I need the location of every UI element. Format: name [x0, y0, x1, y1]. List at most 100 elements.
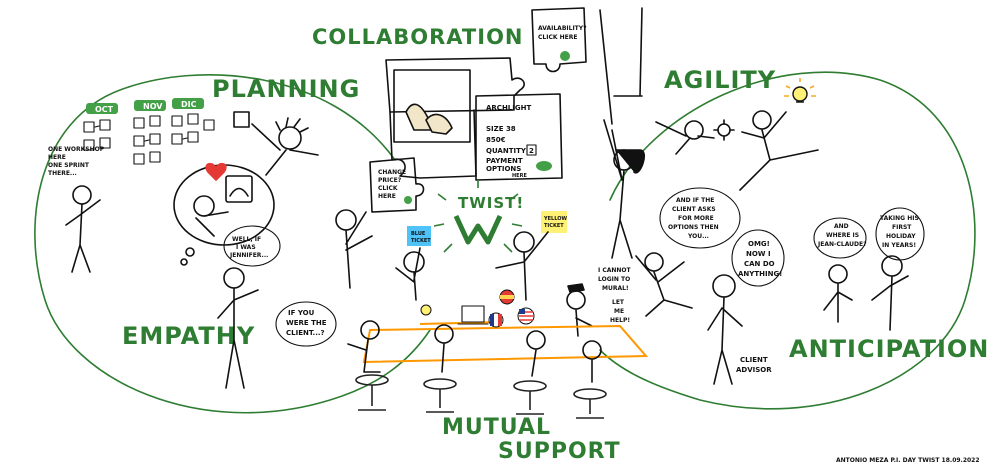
- bubble-help-line-3: HELP!: [610, 317, 630, 324]
- heading-collaboration: COLLABORATION: [312, 25, 524, 49]
- label-client-advisor-2: ADVISOR: [736, 366, 772, 374]
- bubble-omg-line-4: ANYTHING!: [738, 270, 782, 278]
- month-tag-oct-label: OCT: [95, 105, 114, 114]
- blue-ticket-line-2: TICKET: [411, 238, 431, 244]
- gear-icon: [713, 119, 735, 141]
- bubble-help-line-2: ME: [614, 308, 624, 315]
- heading-anticipation: ANTICIPATION: [789, 335, 989, 363]
- bubble-options: [659, 187, 741, 249]
- bubble-options-line-4: OPTIONS THEN: [668, 224, 719, 231]
- heading-empathy: EMPATHY: [122, 322, 255, 350]
- seated-person-3: [526, 330, 546, 377]
- bubble-omg: [731, 229, 785, 287]
- person-trapeze: [599, 7, 645, 259]
- credit-line: ANTONIO MEZA P.I. DAY TWIST 18.09.2022: [836, 457, 980, 464]
- shop-payment-2: OPTIONS: [486, 165, 521, 173]
- heart-icon: [205, 162, 227, 181]
- puzzle-change-1: CHANGE: [378, 169, 406, 176]
- bubble-help-line-1: LET: [612, 299, 625, 306]
- person-at-laptop: [566, 283, 593, 337]
- label-client-advisor-1: CLIENT: [740, 356, 768, 364]
- shop-quantity-box[interactable]: [526, 144, 537, 156]
- bubble-mural-line-1: I CANNOT: [598, 267, 632, 274]
- flag-france-icon: [488, 312, 504, 328]
- yellow-ticket-line-1: YELLOW: [543, 216, 567, 222]
- yellow-ticket: [541, 211, 567, 233]
- person-planning: [233, 111, 319, 176]
- timeline-note-3: ONE SPRINT: [48, 162, 90, 169]
- person-jumping: [635, 252, 693, 317]
- bubble-options-line-3: FOR MORE: [678, 215, 714, 222]
- bubble-omg-line-3: CAN DO: [744, 260, 775, 268]
- person-timeline: [65, 185, 101, 273]
- timeline-note-2: HERE: [48, 154, 66, 161]
- puzzle-change-4[interactable]: HERE: [378, 193, 396, 200]
- bubble-claude: [813, 217, 867, 259]
- heading-agility: AGILITY: [664, 66, 776, 94]
- twist-w-icon: [453, 214, 503, 245]
- bubble-mural-line-2: LOGIN TO: [598, 276, 630, 283]
- bubble-jennifer-line-2: I WAS: [236, 244, 256, 251]
- shop-quantity-value: 2: [529, 147, 534, 155]
- bubble-claude-line-3: JEAN-CLAUDE?: [817, 241, 867, 248]
- bubble-jennifer: [223, 225, 281, 267]
- lightbulb-table-icon: [420, 304, 432, 316]
- bubble-holiday-line-4: IN YEARS!: [882, 242, 916, 249]
- blue-ticket: [407, 226, 431, 246]
- flag-spain-icon: [499, 289, 515, 305]
- chair-4: [573, 388, 607, 419]
- bubble-jennifer-line-1: WELL, IF: [232, 236, 261, 243]
- infinity-loop-left: [34, 74, 431, 414]
- person-right-1: [823, 264, 853, 323]
- infinity-loop-right: [599, 71, 976, 410]
- change-price-button[interactable]: [404, 196, 412, 204]
- month-tag-dic: [172, 98, 204, 109]
- bubble-options-line-2: CLIENT ASKS: [672, 206, 716, 213]
- bubble-client-line-2: WERE THE: [286, 319, 327, 327]
- person-agility-2: [739, 110, 819, 191]
- bubble-client-line-1: IF YOU: [288, 309, 315, 317]
- seated-person-1: [347, 320, 381, 373]
- twist-logo: TWIST!: [433, 180, 524, 253]
- bubble-claude-line-2: WHERE IS: [826, 232, 859, 239]
- puzzle-change-price: [369, 157, 425, 213]
- chair-2: [423, 378, 457, 413]
- shop-quantity-label: QUANTITY: [486, 147, 527, 155]
- person-agility-1: [655, 120, 715, 155]
- shop-price: 850€: [486, 136, 506, 144]
- puzzle-change-2: PRICE?: [378, 177, 402, 184]
- seated-person-4: [582, 340, 602, 383]
- person-client-advisor: [707, 274, 743, 385]
- chair-3: [513, 380, 547, 415]
- puzzle-availability: [531, 7, 587, 73]
- person-center-left: [335, 209, 373, 289]
- lightbulb-icon: [784, 78, 816, 103]
- bubble-options-line-1: AND IF THE: [676, 197, 714, 204]
- bubble-options-line-5: YOU...: [687, 233, 709, 240]
- shop-payment-3[interactable]: HERE: [512, 173, 527, 179]
- month-tag-dic-label: DIC: [181, 100, 197, 109]
- seated-person-2: [434, 324, 454, 373]
- timeline-note-1: ONE WORKSHOP: [48, 146, 105, 153]
- heading-support: SUPPORT: [498, 439, 621, 464]
- laptop-icon: [457, 305, 489, 325]
- month-tag-nov: [134, 100, 166, 111]
- puzzle-change-3[interactable]: CLICK: [378, 185, 398, 192]
- flag-usa-icon: [517, 307, 535, 325]
- timeline-note-4: THERE...: [48, 170, 77, 177]
- chair-1: [355, 374, 389, 411]
- bubble-jennifer-line-3: JENNIFER...: [229, 252, 268, 259]
- payment-button[interactable]: [536, 161, 552, 171]
- heading-mutual: MUTUAL: [442, 415, 551, 440]
- puzzle-availability-2[interactable]: CLICK HERE: [538, 34, 577, 41]
- availability-button[interactable]: [560, 51, 570, 61]
- yellow-ticket-line-2: TICKET: [544, 223, 564, 229]
- person-blue-ticket: [395, 247, 425, 301]
- twist-text: TWIST!: [458, 194, 524, 212]
- bubble-mural-line-3: MURAL!: [602, 285, 629, 292]
- blue-ticket-line-1: BLUE: [411, 231, 426, 237]
- person-twist-center: [495, 231, 549, 301]
- timeline: OCT NOV DIC ONE WORKSHOP HERE ONE SPRINT…: [48, 98, 215, 177]
